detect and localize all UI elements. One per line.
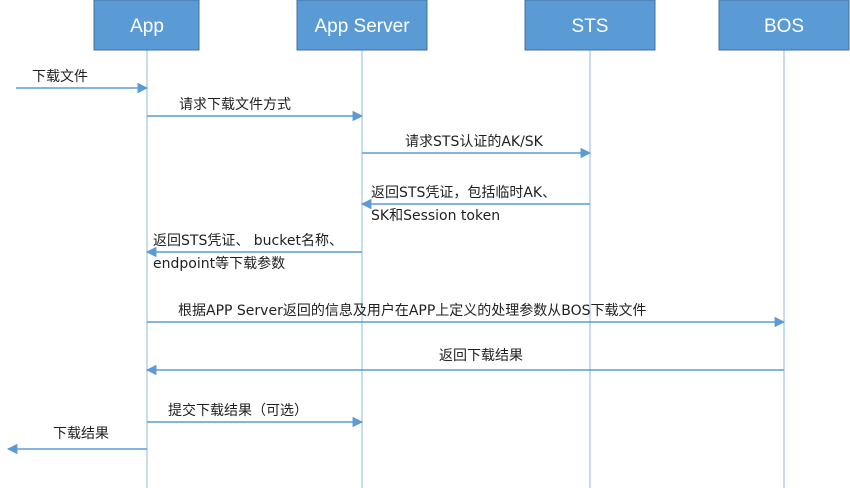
participant-appserver-label: App Server bbox=[314, 16, 410, 37]
message-label-return-params-line2: endpoint等下载参数 bbox=[153, 255, 285, 272]
message-label-request-method: 请求下载文件方式 bbox=[179, 97, 291, 113]
participant-app: App bbox=[93, 0, 200, 51]
message-label-return-sts-line1: 返回STS凭证，包括临时AK、 bbox=[371, 185, 556, 201]
message-label-download-file: 下载文件 bbox=[32, 69, 88, 85]
message-label-submit-result: 提交下载结果（可选） bbox=[168, 402, 308, 419]
message-label-return-params-line1: 返回STS凭证、 bucket名称、 bbox=[153, 233, 343, 249]
message-label-return-result: 返回下载结果 bbox=[439, 348, 523, 364]
message-label-return-sts-line2: SK和Session token bbox=[371, 208, 500, 224]
message-label-download-result: 下载结果 bbox=[53, 426, 109, 442]
participant-app-label: App bbox=[130, 16, 164, 37]
participant-bos-label: BOS bbox=[764, 16, 804, 37]
message-label-download-from-bos: 根据APP Server返回的信息及用户在APP上定义的处理参数从BOS下载文件 bbox=[178, 302, 647, 319]
participant-sts: STS bbox=[524, 0, 656, 51]
participant-sts-label: STS bbox=[572, 16, 609, 37]
participant-bos: BOS bbox=[718, 0, 850, 51]
message-label-request-aksk: 请求STS认证的AK/SK bbox=[405, 134, 544, 150]
participant-appserver: App Server bbox=[296, 0, 428, 51]
